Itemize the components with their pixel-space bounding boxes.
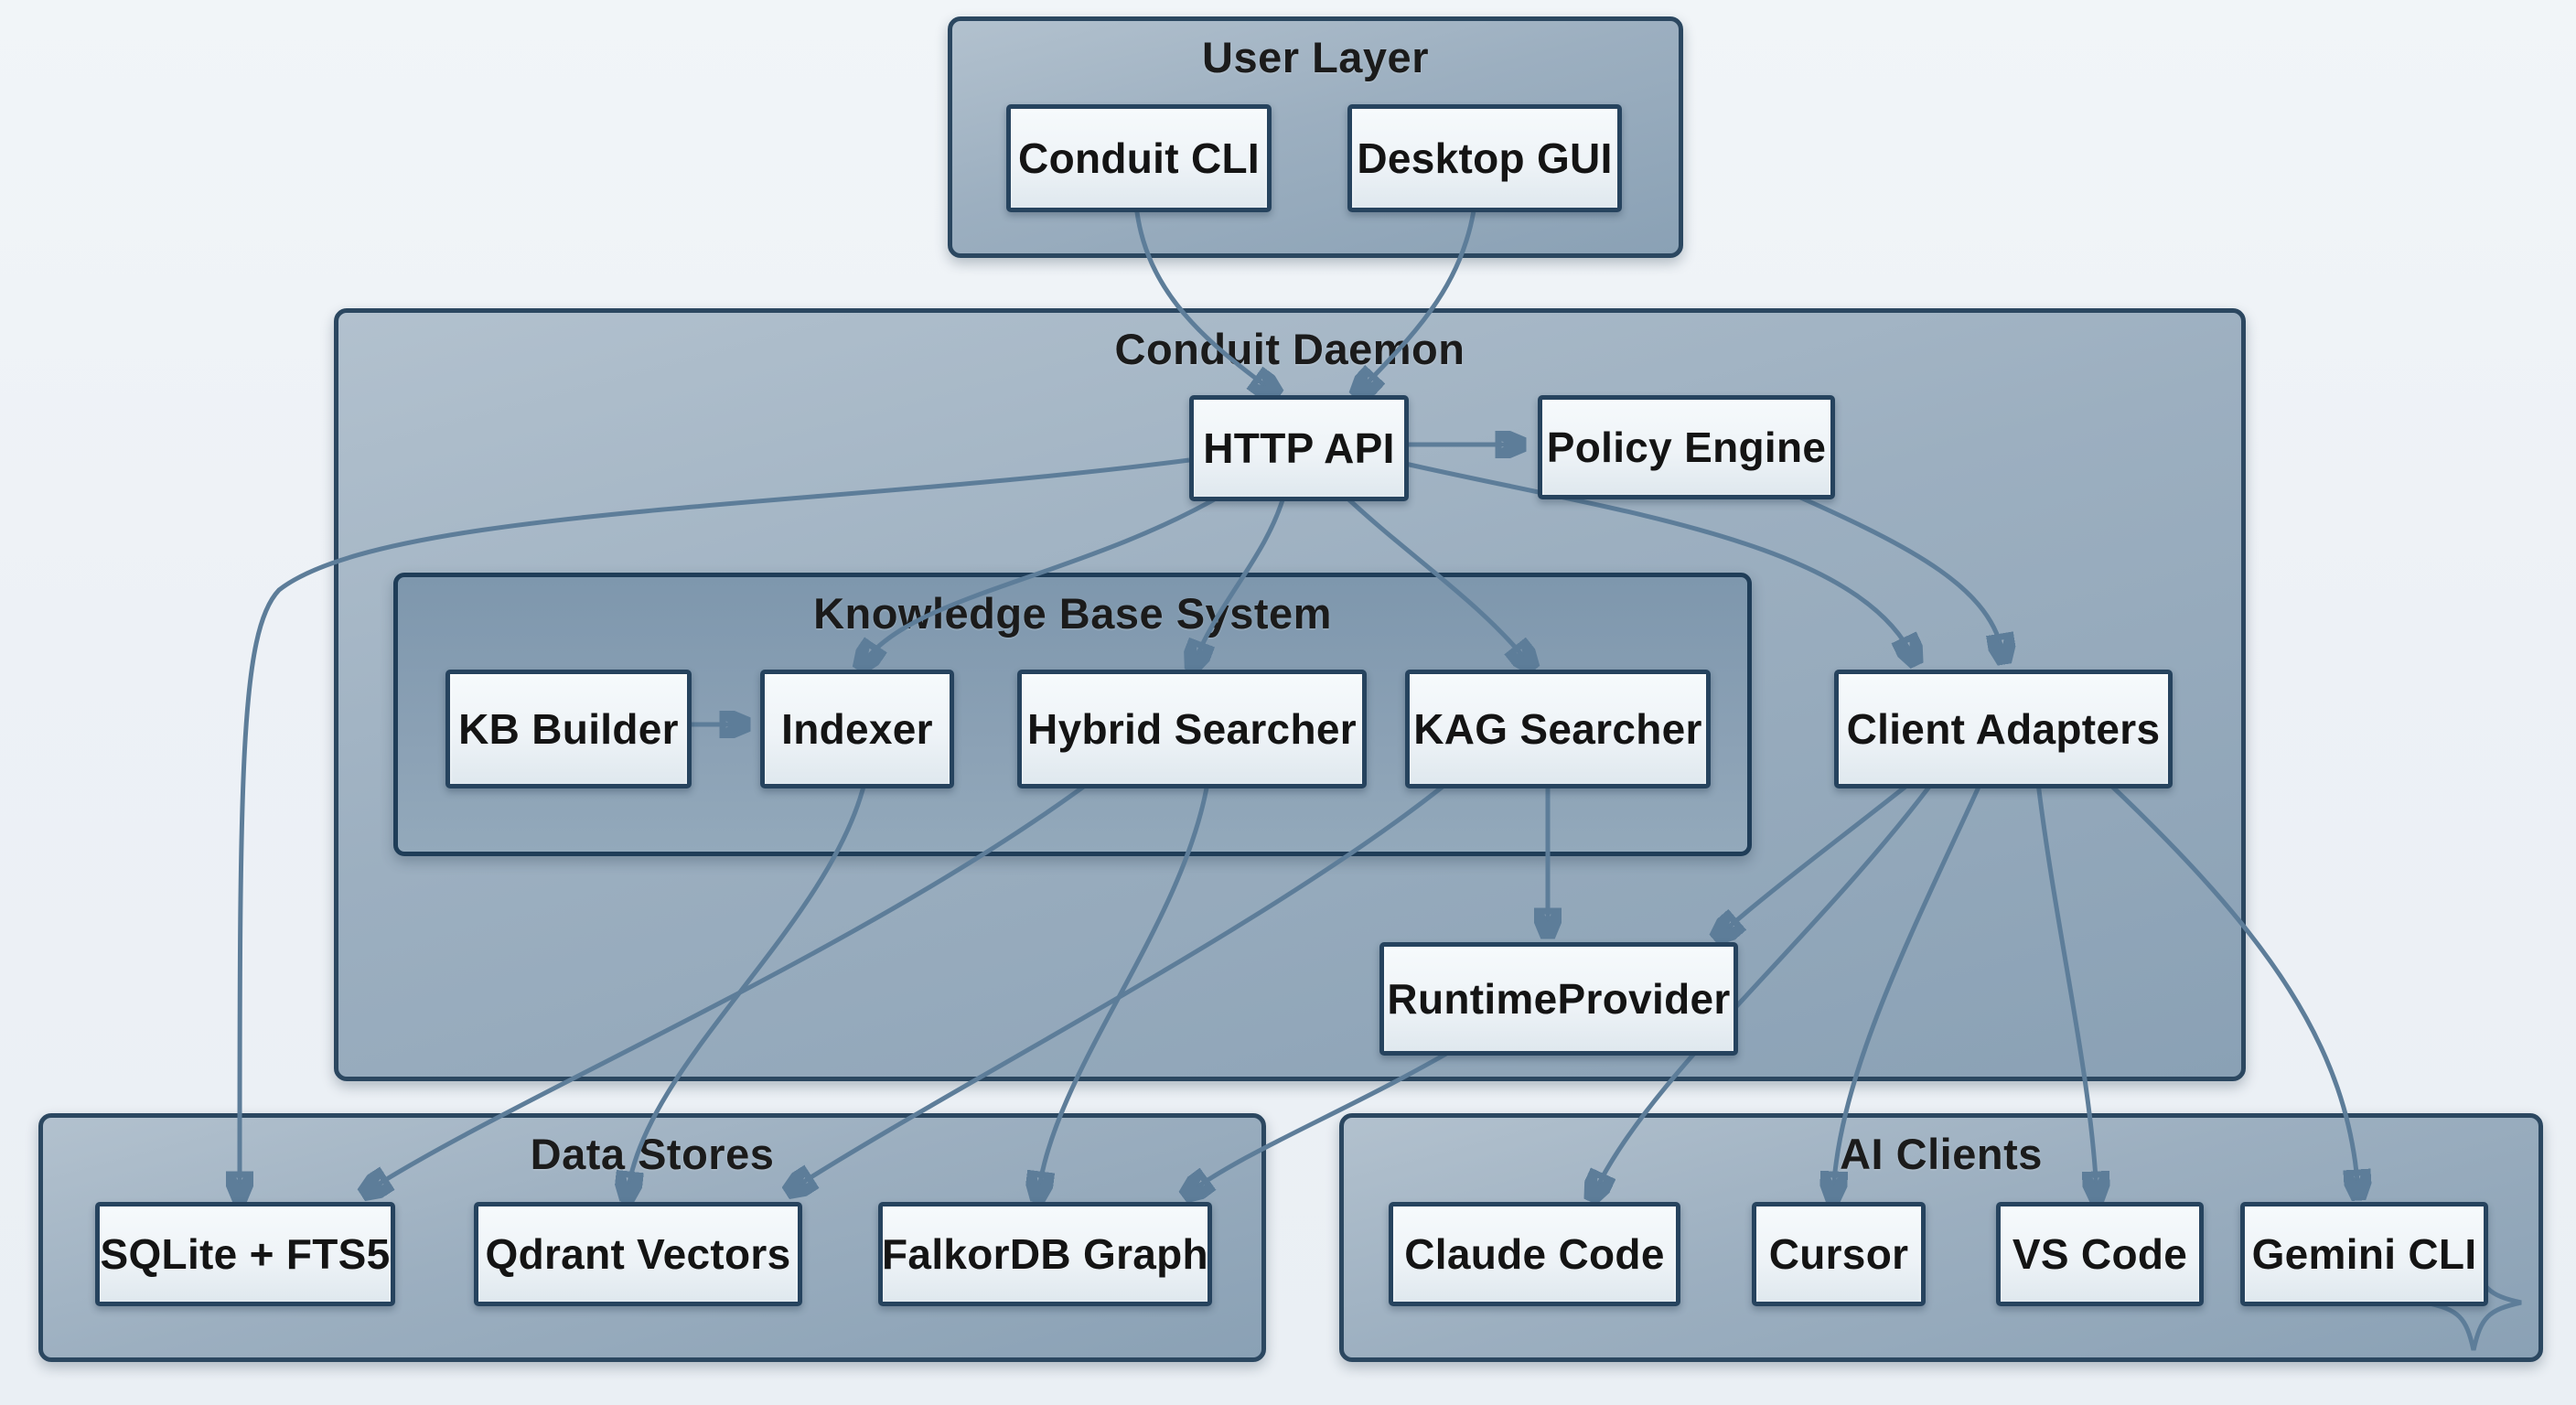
node-label: Qdrant Vectors — [485, 1230, 791, 1278]
node-label: SQLite + FTS5 — [100, 1230, 391, 1278]
node-claude-code: Claude Code — [1389, 1202, 1680, 1306]
node-http-api: HTTP API — [1189, 395, 1409, 501]
node-label: Cursor — [1768, 1230, 1909, 1278]
node-label: RuntimeProvider — [1387, 975, 1731, 1023]
node-label: Client Adapters — [1846, 705, 2161, 753]
node-runtime-provider: RuntimeProvider — [1379, 942, 1738, 1056]
node-desktop-gui: Desktop GUI — [1347, 104, 1622, 212]
node-label: Desktop GUI — [1357, 134, 1613, 182]
node-label: Indexer — [781, 705, 933, 753]
group-title-ai-clients: AI Clients — [1840, 1130, 2043, 1178]
node-hybrid-searcher: Hybrid Searcher — [1017, 670, 1367, 788]
node-label: HTTP API — [1203, 424, 1395, 472]
node-label: FalkorDB Graph — [882, 1230, 1208, 1278]
node-kb-builder: KB Builder — [445, 670, 692, 788]
node-label: Policy Engine — [1546, 424, 1827, 471]
node-indexer: Indexer — [760, 670, 954, 788]
node-sqlite-fts5: SQLite + FTS5 — [95, 1202, 395, 1306]
node-label: Claude Code — [1404, 1230, 1665, 1278]
group-title-data-stores: Data Stores — [530, 1130, 775, 1178]
node-label: Gemini CLI — [2251, 1230, 2477, 1278]
node-conduit-cli: Conduit CLI — [1006, 104, 1272, 212]
node-kag-searcher: KAG Searcher — [1405, 670, 1711, 788]
node-client-adapters: Client Adapters — [1834, 670, 2173, 788]
node-vs-code: VS Code — [1996, 1202, 2204, 1306]
node-label: Conduit CLI — [1018, 134, 1260, 182]
node-label: Hybrid Searcher — [1027, 705, 1357, 753]
node-policy-engine: Policy Engine — [1538, 395, 1835, 499]
node-cursor: Cursor — [1752, 1202, 1926, 1306]
group-title-user-layer: User Layer — [1202, 33, 1429, 81]
node-falkordb-graph: FalkorDB Graph — [878, 1202, 1212, 1306]
node-qdrant-vectors: Qdrant Vectors — [474, 1202, 802, 1306]
node-gemini-cli: Gemini CLI — [2240, 1202, 2488, 1306]
group-title-conduit-daemon: Conduit Daemon — [1114, 325, 1465, 373]
group-title-kb-system: Knowledge Base System — [813, 589, 1332, 638]
node-label: VS Code — [2012, 1230, 2188, 1278]
node-label: KAG Searcher — [1413, 705, 1702, 753]
node-label: KB Builder — [458, 705, 679, 753]
